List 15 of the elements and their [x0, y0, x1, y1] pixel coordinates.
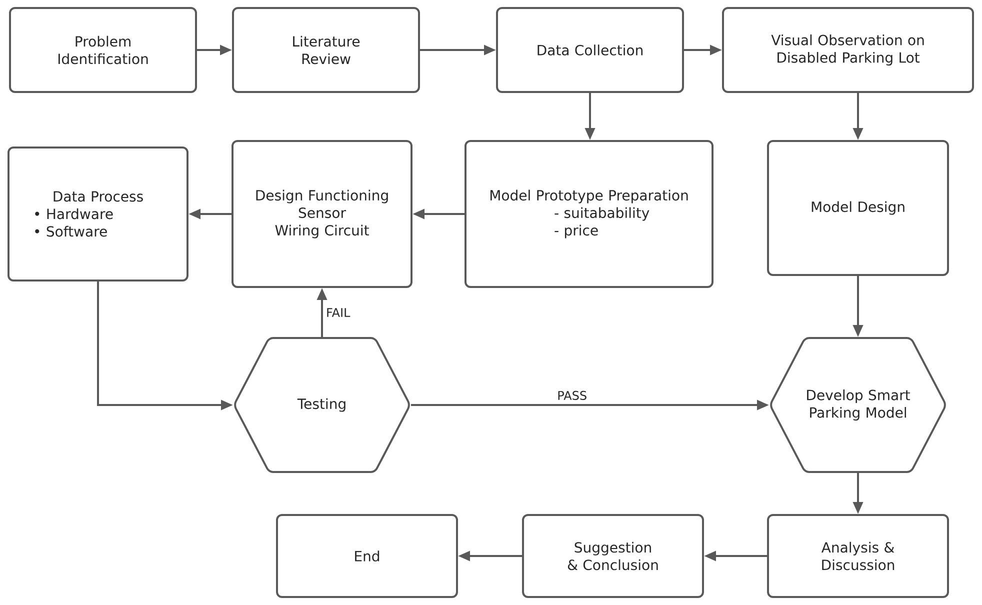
edge-label: FAIL	[327, 308, 350, 317]
hexagon-node: Develop Smart Parking Model	[770, 337, 946, 473]
process-box: Suggestion & Conclusion	[522, 514, 704, 598]
process-box: Model Design	[767, 140, 949, 276]
process-box: Analysis & Discussion	[767, 514, 949, 598]
process-box: Data Process • Hardware • Software	[8, 146, 188, 282]
process-box: Data Collection	[496, 7, 684, 93]
process-box: Model Prototype Preparation - suitabability - price	[464, 140, 714, 288]
process-box: Problem Identification	[9, 7, 197, 93]
edge-label: PASS	[558, 390, 586, 400]
process-box: Literature Review	[232, 7, 420, 93]
hexagon-node: Testing	[234, 337, 410, 473]
process-box: Design Functioning Sensor Wiring Circuit	[232, 140, 412, 288]
process-box: Visual Observation on Disabled Parking Lot	[722, 7, 974, 93]
process-box: End	[276, 514, 458, 598]
